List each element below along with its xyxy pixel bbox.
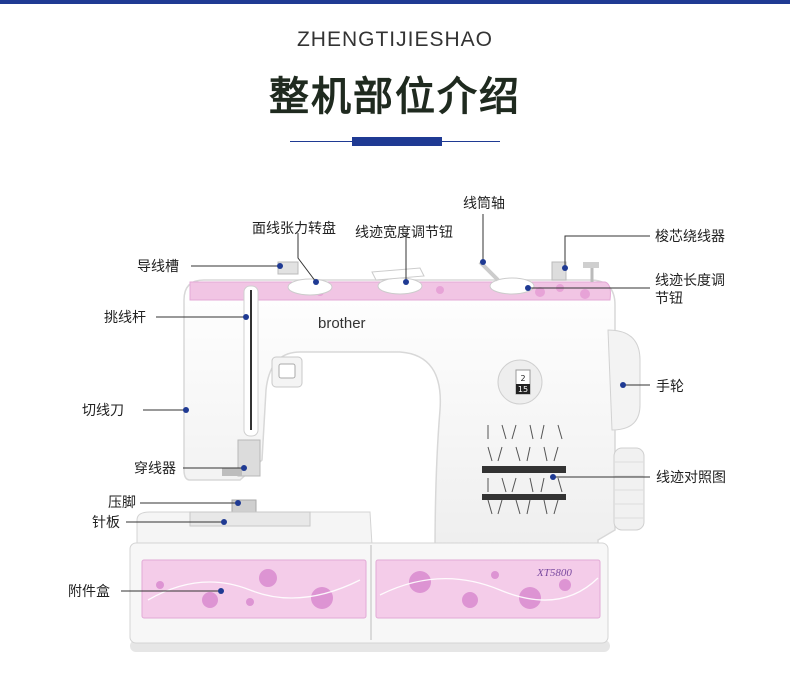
label-handwheel: 手轮 [656,379,684,395]
label-accessory-box: 附件盒 [68,584,110,600]
label-spool-pin: 线筒轴 [463,196,505,212]
front-pink-panel [375,559,601,619]
page-title: 整机部位介绍 [269,74,521,120]
top-accent-bar [0,0,790,4]
label-take-up-lever: 挑线杆 [104,310,146,326]
model-name: XT5800 [536,567,572,579]
handwheel-shape [607,329,641,431]
threader-shape [222,468,242,476]
accessory-box-panel [141,559,367,619]
stitch-chart-band [482,466,566,473]
handwheel-grip [613,447,645,531]
label-needle-threader: 穿线器 [134,461,176,477]
label-stitch-length: 线迹长度调节钮 [655,273,725,307]
label-needle-plate: 针板 [92,515,120,531]
label-stitch-width: 线迹宽度调节钮 [355,225,453,241]
label-bobbin-winder: 梭芯绕线器 [655,229,725,245]
tension-dial [287,278,333,296]
handle [371,267,425,281]
title-divider-bar [352,137,442,146]
label-face-tension: 面线张力转盘 [252,221,336,237]
label-thread-guide: 导线槽 [137,259,179,275]
bobbin-winder-shape [551,261,567,281]
label-thread-cutter: 切线刀 [82,403,124,419]
length-dial [489,277,535,295]
panel-flowers [156,569,571,609]
callout-lines [121,214,650,592]
width-dial [377,277,423,295]
label-presser-foot: 压脚 [108,495,136,511]
label-stitch-chart: 线迹对照图 [656,470,726,486]
needle-plate-shape [189,511,311,527]
callout-dots [183,259,626,594]
page-subtitle: ZHENGTIJIESHAO [296,28,494,51]
display-bottom-value: 15 [518,385,528,394]
brand-logo: brother [318,315,366,332]
bobbin-winder-cap [583,262,599,268]
display-top-value: 2 [520,374,525,383]
stitch-chart-grid [487,424,563,515]
